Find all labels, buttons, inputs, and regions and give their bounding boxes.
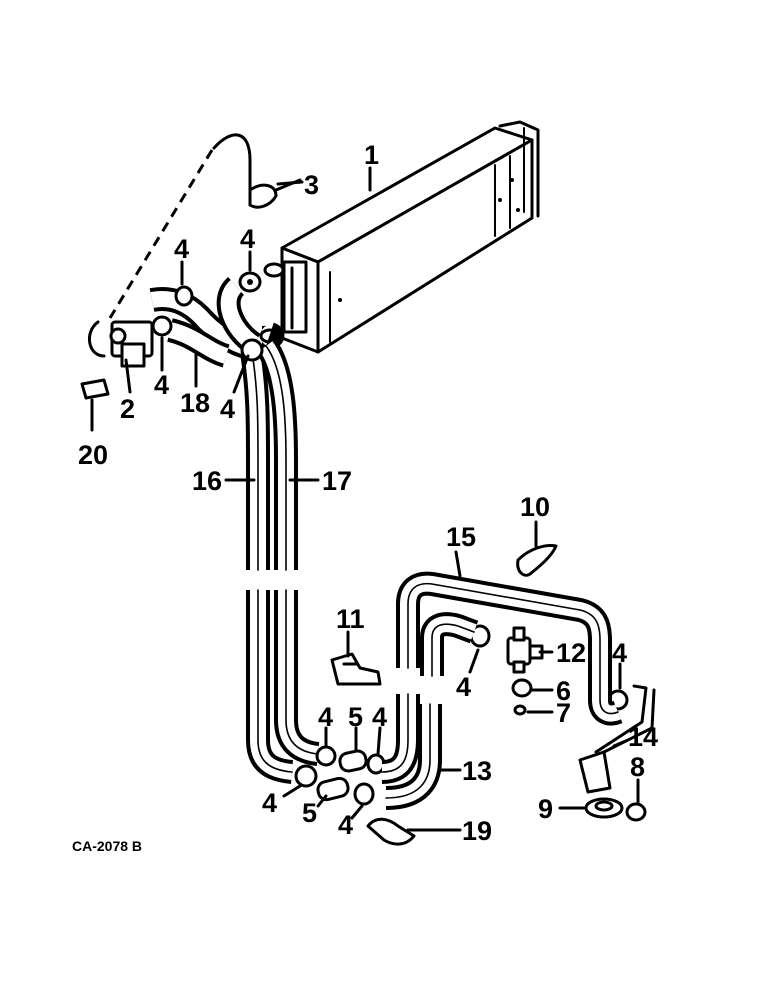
callout-4-left-mid: 4 [154, 370, 169, 400]
callout-4-bottom: 4 [338, 810, 353, 840]
nut-9 [584, 797, 624, 819]
callout-17: 17 [322, 466, 352, 496]
callout-4-mid: 4 [220, 394, 235, 424]
figure-code: CA-2078 B [72, 838, 142, 854]
coupler-5-lower [316, 776, 350, 802]
clip-10 [516, 544, 558, 577]
tee-fitting-12 [506, 626, 544, 674]
callout-18: 18 [180, 388, 210, 418]
clamp-4-b [174, 285, 194, 307]
callout-9: 9 [538, 794, 553, 824]
cooler-upper-fitting [263, 262, 285, 278]
callout-5-upper: 5 [348, 702, 363, 732]
valve-bracket-14 [578, 684, 656, 794]
fitting-6 [511, 678, 533, 698]
callout-4-mid-right: 4 [456, 672, 471, 702]
clamp-4-g [315, 745, 337, 767]
callout-4-top: 4 [240, 224, 255, 254]
callout-4-left-top: 4 [174, 234, 189, 264]
callout-11: 11 [336, 604, 365, 634]
cap-8 [625, 802, 647, 822]
plug-part [80, 378, 110, 400]
upper-hose-bracket [212, 133, 302, 209]
callout-3: 3 [304, 170, 319, 200]
callout-6: 6 [556, 676, 571, 706]
callout-4-bottom-left: 4 [262, 788, 277, 818]
strap-19 [366, 817, 416, 846]
callout-labels: 1 3 4 4 2 4 18 4 20 16 17 10 15 11 12 4 … [78, 140, 658, 846]
clamp-4-a [238, 271, 262, 293]
clamp-4-c [151, 315, 173, 337]
callout-12: 12 [556, 638, 586, 668]
callout-13: 13 [462, 756, 492, 786]
callout-4-row-a: 4 [318, 702, 333, 732]
hose-15 [396, 571, 623, 726]
clamp-4-j [353, 782, 375, 806]
callout-5-lower: 5 [302, 798, 317, 828]
clamp-4-i [294, 764, 318, 788]
callout-4-row-b: 4 [372, 702, 387, 732]
callout-10: 10 [520, 492, 550, 522]
callout-1: 1 [364, 140, 379, 170]
hose-17 [255, 338, 320, 766]
callout-8: 8 [630, 752, 645, 782]
hose-16 [240, 350, 294, 784]
clamp-4-h [366, 753, 386, 775]
callout-20: 20 [78, 440, 108, 470]
hose-13 [381, 693, 442, 810]
callout-15: 15 [446, 522, 476, 552]
callout-2: 2 [120, 394, 135, 424]
washer-7 [513, 704, 527, 716]
callout-19: 19 [462, 816, 492, 846]
callout-7: 7 [556, 698, 571, 728]
oil-cooler-core [259, 120, 540, 354]
drain-fitting [88, 320, 154, 368]
callout-14: 14 [628, 722, 658, 752]
callout-16: 16 [192, 466, 222, 496]
callout-4-right: 4 [612, 638, 627, 668]
coupler-5-upper [338, 749, 368, 773]
leader-lines [90, 166, 640, 832]
clamp-4-d [240, 338, 264, 362]
bracket-11 [330, 652, 382, 686]
